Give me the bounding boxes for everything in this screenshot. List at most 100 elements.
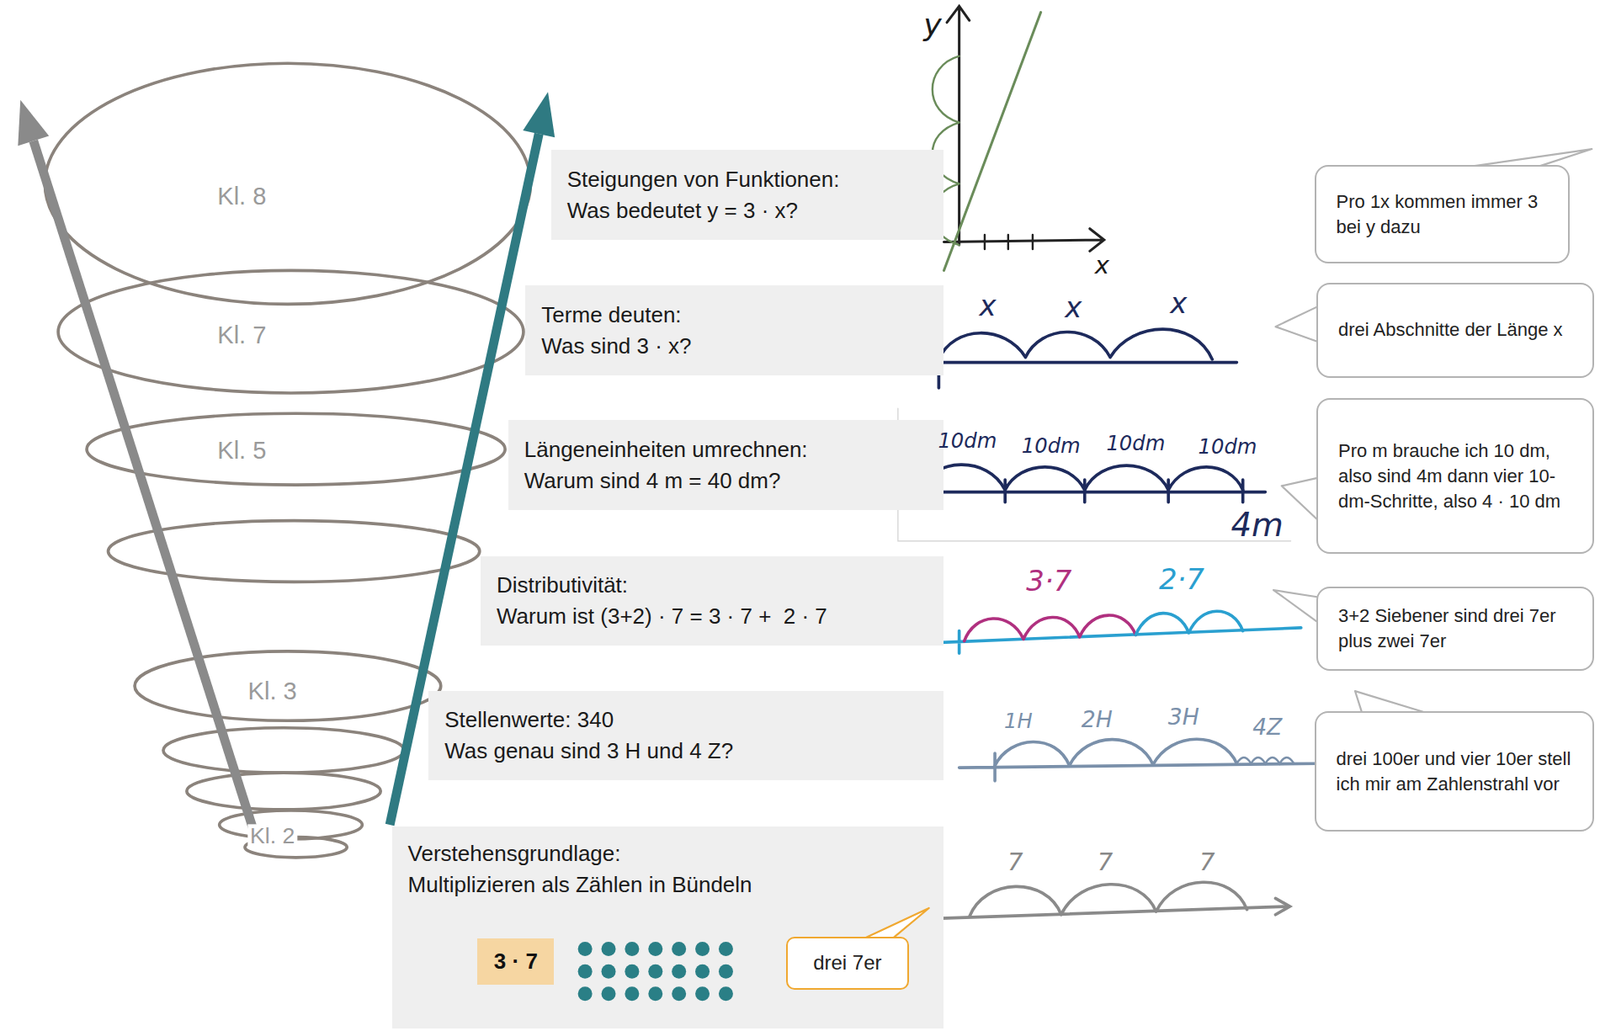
sketch-label: 4m xyxy=(1230,507,1283,544)
spiral-spring-part xyxy=(163,728,404,773)
function-graph-part xyxy=(943,228,1104,252)
bundle-dot xyxy=(600,964,616,979)
box-text: drei Abschnitte der Länge x xyxy=(1338,317,1583,343)
axis-label: y xyxy=(923,8,942,43)
bundle-dot xyxy=(718,941,734,957)
sketch-label: x xyxy=(1169,288,1187,320)
bundle-dot xyxy=(600,941,616,957)
bubble-tails-part xyxy=(1355,691,1429,714)
bubble-tails-part xyxy=(1273,590,1319,623)
box-heading: Stellenwerte: 340 xyxy=(444,704,614,736)
grey-arrow-part xyxy=(33,140,254,829)
speech-bubble: 3+2 Siebener sind drei 7er plus zwei 7er xyxy=(1316,586,1595,670)
grey-arrow-part xyxy=(17,100,49,146)
bubble-tails-part xyxy=(1281,478,1319,521)
sketch-label: 7 xyxy=(1199,848,1216,876)
place-value-number-line-part xyxy=(994,738,1237,766)
spiral-spring-part xyxy=(186,772,381,810)
function-graph-part xyxy=(984,234,1033,250)
bubble-tails-part xyxy=(1275,306,1319,342)
bundle-dot xyxy=(671,964,686,979)
box-heading: Terme deuten: xyxy=(541,299,681,331)
topic-box: Distributivität:Warum ist (3+2) · 7 = 3 … xyxy=(480,556,944,647)
box-text: drei 7er xyxy=(813,948,882,978)
box-heading: Steigungen von Funktionen: xyxy=(567,164,840,196)
box-heading: Verstehensgrundlage: xyxy=(408,838,622,870)
box-text: Was genau sind 3 H und 4 Z? xyxy=(444,735,734,767)
bundle-dot xyxy=(695,964,710,979)
grade-label: Kl. 3 xyxy=(248,677,298,705)
sketch-label: 2H xyxy=(1081,706,1113,732)
bundle-number-line-part xyxy=(928,898,1290,919)
sketch-label: 3H xyxy=(1168,705,1200,730)
place-value-number-line-part xyxy=(959,753,1317,782)
speech-bubble: Pro 1x kommen immer 3 bei y dazu xyxy=(1314,164,1570,263)
spiral-spring-part xyxy=(86,413,505,485)
bundle-dot xyxy=(648,986,663,1001)
sketch-label: 3·7 xyxy=(1025,565,1072,597)
function-graph-part xyxy=(943,12,1041,272)
term-number-line-part xyxy=(938,329,1212,360)
bundle-dot xyxy=(624,986,639,1001)
bundle-dot xyxy=(695,941,710,957)
sketch-label: 7 xyxy=(1097,848,1114,876)
sketch-label: 2·7 xyxy=(1158,563,1205,596)
term-number-line xyxy=(908,329,1237,389)
distributive-number-line xyxy=(925,611,1302,654)
bundle-dot xyxy=(648,941,663,957)
bundle-dot xyxy=(648,964,663,979)
distributive-number-line-part xyxy=(1135,611,1243,635)
topic-box: Terme deuten:Was sind 3 · x? xyxy=(525,285,944,376)
foundation-box: Verstehensgrundlage:Multiplizieren als Z… xyxy=(392,826,945,1029)
callout-tail xyxy=(863,908,930,939)
bundle-dot xyxy=(671,986,686,1001)
place-value-number-line-part xyxy=(1236,757,1294,764)
topic-box: Stellenwerte: 340Was genau sind 3 H und … xyxy=(428,691,944,782)
box-text: Was sind 3 · x? xyxy=(541,330,692,362)
bundle-dot xyxy=(624,964,639,979)
axis-label: x xyxy=(1095,251,1110,279)
sketch-label: 10dm xyxy=(1198,435,1258,459)
topic-box: Steigungen von Funktionen:Was bedeutet y… xyxy=(551,149,945,240)
sketch-label: 10dm xyxy=(1105,432,1165,456)
distributive-number-line-part xyxy=(925,627,1302,654)
grade-label: Kl. 5 xyxy=(217,436,266,464)
bundle-dot xyxy=(624,941,639,957)
topic-box: Längeneinheiten umrechnen:Warum sind 4 m… xyxy=(508,419,945,511)
bundle-number-line xyxy=(928,882,1290,919)
box-heading: Längeneinheiten umrechnen: xyxy=(524,434,808,466)
box-text: 3 · 7 xyxy=(494,946,538,978)
sketch-label: x xyxy=(979,290,997,322)
bundle-number-line-part xyxy=(969,882,1248,917)
spiral-spring-part xyxy=(134,651,442,721)
box-text: Warum sind 4 m = 40 dm? xyxy=(524,465,782,497)
speech-bubble: Pro m brauche ich 10 dm, also sind 4m da… xyxy=(1316,398,1595,554)
sketch-label: x xyxy=(1064,292,1082,324)
grade-label: Kl. 7 xyxy=(217,321,266,349)
box-heading: Distributivität: xyxy=(496,569,628,601)
bundle-dot xyxy=(671,941,686,957)
bundle-dot xyxy=(600,986,616,1001)
grade-label: Kl. 2 xyxy=(247,823,298,849)
distributive-number-line-part xyxy=(964,615,1137,642)
sketch-label: 10dm xyxy=(937,429,997,452)
bundle-dot xyxy=(718,964,734,979)
box-text: Warum ist (3+2) · 7 = 3 · 7 + 2 · 7 xyxy=(496,600,828,633)
box-text: Pro m brauche ich 10 dm, also sind 4m da… xyxy=(1338,438,1583,515)
term-number-line-part xyxy=(908,346,1237,389)
box-text: Multiplizieren als Zählen in Bündeln xyxy=(408,869,753,901)
box-text: Was bedeutet y = 3 · x? xyxy=(567,195,798,227)
spiral-spring-part xyxy=(58,270,524,394)
bundle-dot xyxy=(577,986,592,1001)
bundle-dot xyxy=(695,986,710,1001)
function-graph xyxy=(932,5,1105,271)
grade-label: Kl. 8 xyxy=(217,182,266,210)
speech-bubble: drei 100er und vier 10er stell ich mir a… xyxy=(1314,711,1595,832)
sketch-label: 1H xyxy=(1004,710,1033,734)
speech-bubble: drei Abschnitte der Länge x xyxy=(1316,282,1595,378)
spiral-spring-part xyxy=(44,63,531,304)
teal-arrow-part xyxy=(522,91,555,138)
term-tag: 3 · 7 xyxy=(477,938,554,985)
place-value-number-line xyxy=(959,738,1317,782)
